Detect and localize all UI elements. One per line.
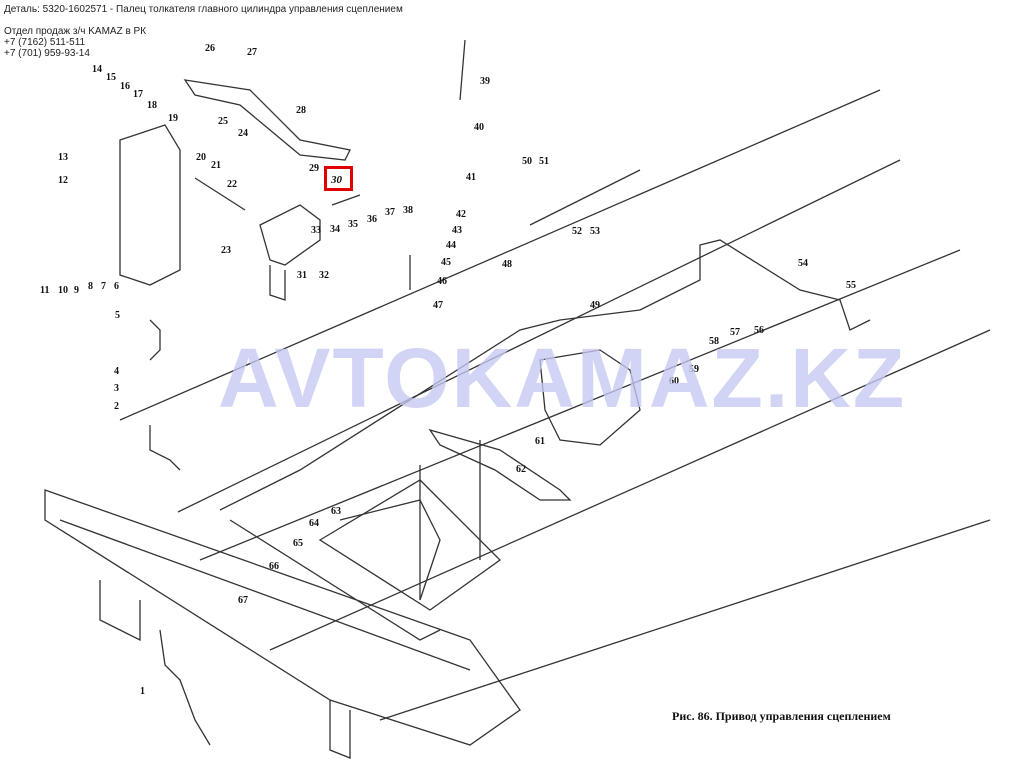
part-label-44: 44 (446, 240, 456, 251)
part-label-31: 31 (297, 270, 307, 281)
part-label-16: 16 (120, 81, 130, 92)
phone-2: +7 (701) 959-93-14 (4, 48, 90, 59)
part-label-66: 66 (269, 561, 279, 572)
frame-outline (44, 39, 991, 759)
figure-caption: Рис. 86. Привод управления сцеплением (672, 709, 891, 723)
part-label-63: 63 (331, 506, 341, 517)
part-label-14: 14 (92, 64, 102, 75)
phone-1: +7 (7162) 511-511 (4, 37, 86, 48)
part-label-43: 43 (452, 225, 462, 236)
part-label-9: 9 (74, 285, 79, 296)
part-label-30: 30 (330, 174, 343, 186)
part-label-47: 47 (433, 300, 443, 311)
part-label-45: 45 (441, 257, 451, 268)
part-label-65: 65 (293, 538, 303, 549)
part-label-2: 2 (114, 401, 119, 412)
part-label-10: 10 (58, 285, 68, 296)
part-label-6: 6 (114, 281, 119, 292)
part-label-18: 18 (147, 100, 157, 111)
part-label-61: 61 (535, 436, 545, 447)
part-label-54: 54 (798, 258, 808, 269)
part-label-34: 34 (330, 224, 340, 235)
part-label-25: 25 (218, 116, 228, 127)
part-label-20: 20 (196, 152, 206, 163)
part-label-21: 21 (211, 160, 221, 171)
watermark: AVTOKAMAZ.KZ (218, 331, 907, 425)
part-label-3: 3 (114, 383, 119, 394)
part-label-29: 29 (309, 163, 319, 174)
part-label-64: 64 (309, 518, 319, 529)
part-label-58: 58 (709, 336, 719, 347)
part-label-32: 32 (319, 270, 329, 281)
part-label-24: 24 (238, 128, 248, 139)
part-label-22: 22 (227, 179, 237, 190)
sales-dept: Отдел продаж з/ч KAMAZ в РК (4, 26, 147, 37)
part-label-23: 23 (221, 245, 231, 256)
part-label-19: 19 (168, 113, 178, 124)
part-label-55: 55 (846, 280, 856, 291)
part-label-40: 40 (474, 122, 484, 133)
part-label-1: 1 (140, 686, 145, 697)
part-label-7: 7 (101, 281, 106, 292)
part-label-27: 27 (247, 47, 257, 58)
part-label-56: 56 (754, 325, 764, 336)
part-label-28: 28 (296, 105, 306, 116)
part-label-17: 17 (133, 89, 143, 100)
part-label-49: 49 (590, 300, 600, 311)
part-label-52: 52 (572, 226, 582, 237)
part-label-15: 15 (106, 72, 116, 83)
part-label-layer: 1234567891011121314151617181920212223242… (40, 43, 856, 697)
part-label-26: 26 (205, 43, 215, 54)
part-label-57: 57 (730, 327, 740, 338)
part-label-36: 36 (367, 214, 377, 225)
part-label-51: 51 (539, 156, 549, 167)
part-label-59: 59 (689, 364, 699, 375)
part-label-11: 11 (40, 285, 49, 296)
part-label-46: 46 (437, 276, 447, 287)
part-label-41: 41 (466, 172, 476, 183)
part-label-53: 53 (590, 226, 600, 237)
part-label-5: 5 (115, 310, 120, 321)
part-label-35: 35 (348, 219, 358, 230)
part-label-13: 13 (58, 152, 68, 163)
detail-title: Деталь: 5320-1602571 - Палец толкателя г… (4, 4, 403, 15)
part-label-62: 62 (516, 464, 526, 475)
part-label-39: 39 (480, 76, 490, 87)
part-label-37: 37 (385, 207, 395, 218)
part-label-60: 60 (669, 376, 679, 387)
highlighted-part-box (324, 166, 353, 191)
part-label-50: 50 (522, 156, 532, 167)
part-label-33: 33 (311, 225, 321, 236)
part-label-38: 38 (403, 205, 413, 216)
part-label-4: 4 (114, 366, 119, 377)
part-label-8: 8 (88, 281, 93, 292)
part-label-48: 48 (502, 259, 512, 270)
part-label-67: 67 (238, 595, 248, 606)
part-label-42: 42 (456, 209, 466, 220)
part-label-12: 12 (58, 175, 68, 186)
